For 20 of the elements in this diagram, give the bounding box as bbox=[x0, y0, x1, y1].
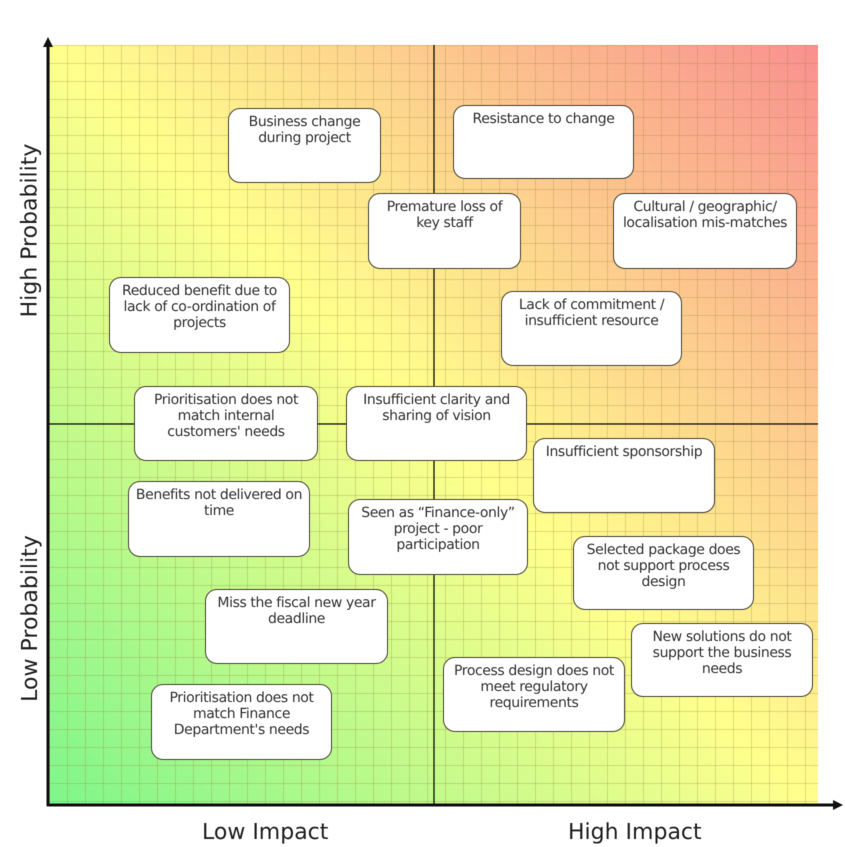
risk-box: Resistance to change bbox=[453, 105, 634, 179]
axis-label: High Probability bbox=[17, 143, 42, 317]
risk-box: Benefits not delivered on time bbox=[128, 481, 310, 557]
axis-label: Low Impact bbox=[202, 820, 328, 844]
risk-box: Reduced benefit due to lack of co-ordination of projects bbox=[109, 277, 290, 353]
risk-box: Cultural / geographic/ localisation mis-matches bbox=[613, 193, 797, 269]
risk-box: Prioritisation does not match Finance Department's needs bbox=[151, 684, 332, 760]
risk-box: Insufficient sponsorship bbox=[533, 438, 715, 513]
risk-box: Prioritisation does not match internal customers' needs bbox=[134, 386, 318, 461]
axis-label: High Impact bbox=[568, 820, 702, 844]
axis-label: Low Probability bbox=[17, 534, 42, 702]
risk-box: Premature loss of key staff bbox=[368, 193, 521, 269]
risk-box: Seen as “Finance-only” project - poor participation bbox=[348, 499, 528, 575]
risk-box: Insufficient clarity and sharing of vision bbox=[346, 386, 527, 461]
risk-box: Lack of commitment / insufficient resource bbox=[501, 291, 682, 366]
risk-box: New solutions do not support the business needs bbox=[631, 623, 813, 697]
risk-box: Process design does not meet regulatory requirements bbox=[443, 657, 625, 732]
risk-box: Business change during project bbox=[228, 108, 381, 183]
risk-box: Miss the fiscal new year deadline bbox=[205, 589, 388, 664]
risk-box: Selected package does not support process design bbox=[573, 536, 754, 610]
